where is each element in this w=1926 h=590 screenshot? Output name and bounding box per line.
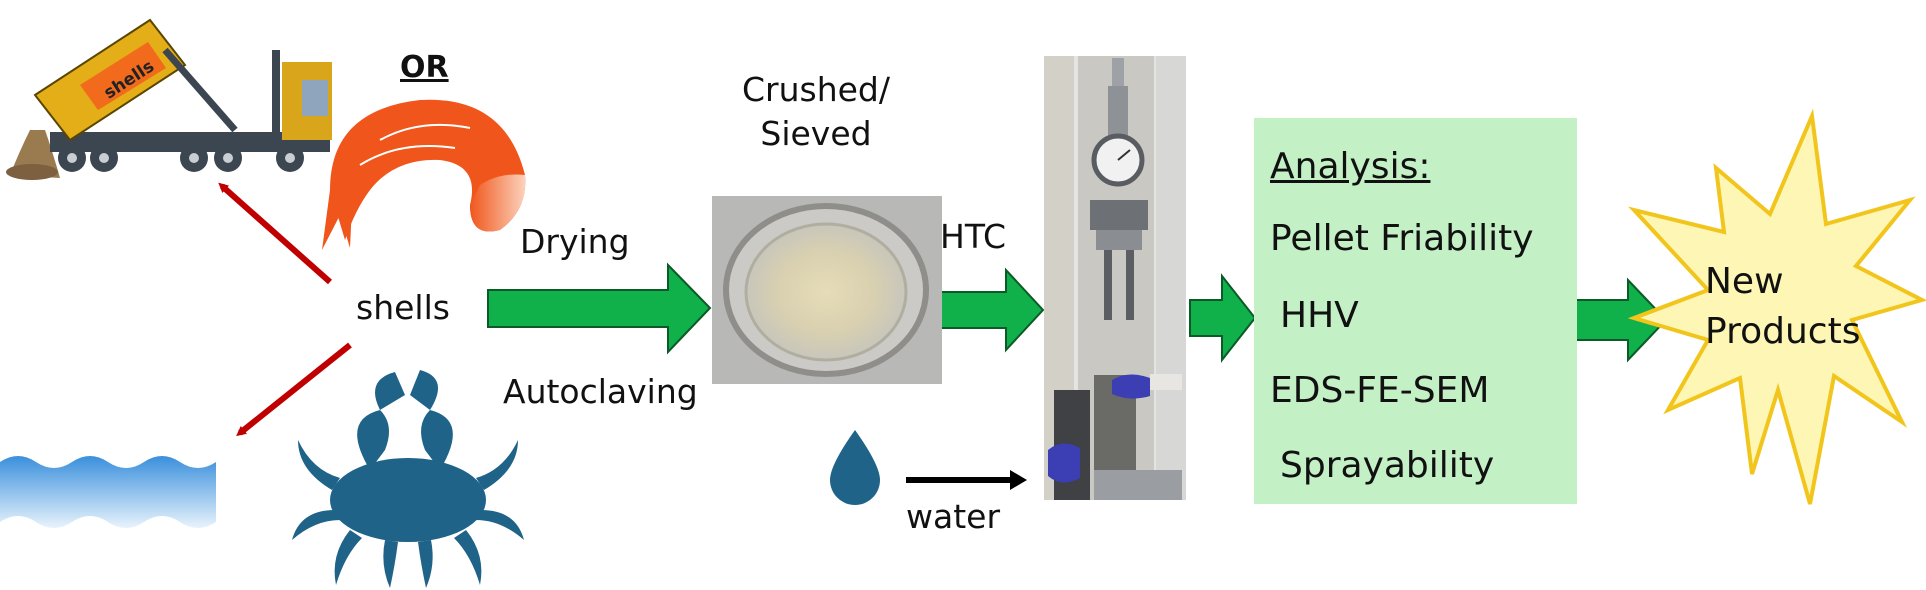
- drying-label: Drying: [520, 222, 630, 261]
- water-illustration: [0, 456, 216, 528]
- shrimp-illustration: [322, 99, 526, 250]
- pellet-dish-photo: [712, 196, 942, 384]
- red-arrow-up: [218, 182, 332, 285]
- crab-illustration: [292, 370, 524, 588]
- green-arrow-analysis: [1189, 273, 1257, 363]
- analysis-box: [1254, 118, 1577, 504]
- new-products-label: New Products: [1705, 261, 1861, 352]
- analysis-item-hhv: HHV: [1280, 295, 1359, 336]
- or-label: OR: [400, 50, 449, 85]
- green-arrow-drying: [487, 262, 712, 355]
- water-drop-icon: [830, 430, 880, 505]
- analysis-item-pellet-friability: Pellet Friability: [1270, 218, 1534, 259]
- analysis-item-sprayability: Sprayability: [1280, 445, 1495, 486]
- htc-label: HTC: [940, 217, 1007, 256]
- analysis-title: Analysis:: [1270, 146, 1431, 187]
- red-arrow-down: [236, 342, 352, 437]
- water-arrow: [906, 470, 1027, 490]
- analysis-item-eds-fe-sem: EDS-FE-SEM: [1270, 370, 1490, 411]
- dump-truck-illustration: shells: [6, 18, 332, 180]
- reactor-photo: [1044, 56, 1186, 500]
- water-label: water: [906, 497, 1001, 536]
- new-products-starburst: [1627, 108, 1926, 505]
- autoclaving-label: Autoclaving: [503, 372, 698, 411]
- shells-label: shells: [356, 288, 450, 327]
- green-arrow-htc: [932, 267, 1045, 353]
- crushed-sieved-label: Crushed/ Sieved: [741, 70, 890, 153]
